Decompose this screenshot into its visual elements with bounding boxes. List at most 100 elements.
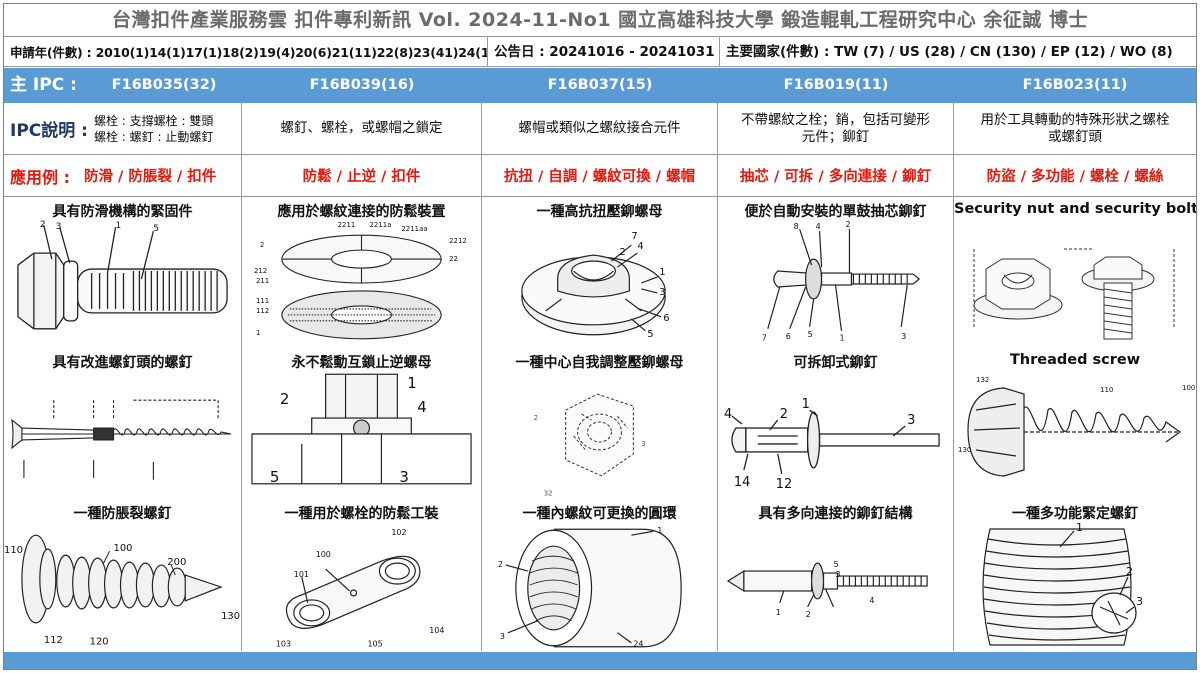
part-label: 24 bbox=[633, 640, 643, 649]
part-label: 6 bbox=[663, 313, 669, 324]
patent-item: 具有防滑機構的緊固件 2 3 1 5 bbox=[4, 197, 241, 348]
part-label: 130 bbox=[221, 611, 240, 622]
part-label: 1 bbox=[1076, 521, 1083, 534]
part-label: 7 bbox=[762, 334, 767, 343]
application-cell-2: 防鬆 / 止逆 / 扣件 bbox=[242, 155, 482, 196]
part-label: 4 bbox=[869, 596, 874, 605]
application-cell-5: 防盜 / 多功能 / 螺栓 / 螺絲 bbox=[954, 155, 1196, 196]
column-f16b035: 具有防滑機構的緊固件 2 3 1 5 bbox=[4, 197, 242, 651]
part-label: 3 bbox=[641, 440, 645, 448]
replaceable-thread-ring-drawing: 1 2 3 24 bbox=[482, 521, 717, 649]
part-label: 3 bbox=[1136, 595, 1143, 608]
part-label: 14 bbox=[734, 475, 750, 490]
part-label: 120 bbox=[90, 637, 109, 648]
bolt-anti-loosening-tool-drawing: 102 100 101 103 105 104 bbox=[242, 521, 481, 649]
part-label: 1 bbox=[657, 526, 662, 535]
part-label: 6 bbox=[786, 332, 791, 341]
ipc-description-label: IPC說明 : bbox=[10, 116, 88, 141]
part-label: 1 bbox=[256, 329, 260, 337]
part-label: 4 bbox=[417, 398, 427, 416]
part-label: 211 bbox=[256, 277, 269, 285]
patent-title: 具有防滑機構的緊固件 bbox=[4, 201, 241, 221]
part-label: 2211a bbox=[369, 221, 391, 229]
removable-rivet-drawing: 4 2 1 3 14 12 bbox=[718, 370, 953, 498]
part-label: 1 bbox=[407, 374, 417, 392]
part-label: 200 bbox=[167, 557, 186, 568]
ipc-code-2: F16B039(16) bbox=[242, 68, 482, 103]
part-label: 4 bbox=[637, 241, 643, 252]
part-label: 212 bbox=[254, 267, 267, 275]
application-1: 防滑 / 防脹裂 / 扣件 bbox=[84, 165, 216, 186]
part-label: 1 bbox=[776, 608, 781, 617]
part-label: 2 bbox=[1126, 565, 1133, 578]
patent-item: 一種中心自我調整壓鉚螺母 2 3 32 bbox=[482, 348, 717, 499]
part-label: 4 bbox=[724, 407, 732, 422]
patent-title: 可拆卸式鉚釘 bbox=[718, 352, 953, 372]
patent-title: 一種用於螺栓的防鬆工裝 bbox=[242, 503, 481, 523]
patent-item: 一種多功能緊定螺釘 1 2 3 bbox=[954, 499, 1196, 650]
application-years: 申請年(件數) : 2010(1)14(1)17(1)18(2)19(4)20(… bbox=[4, 37, 488, 66]
patent-title: 一種防脹裂螺釘 bbox=[4, 503, 241, 523]
patent-item: Security nut and security bolt bbox=[954, 197, 1196, 348]
ipc-description-4: 不帶螺紋之栓；銷，包括可變形 元件；鉚釘 bbox=[741, 112, 930, 146]
column-f16b019: 便於自動安裝的單鼓抽芯鉚釘 8 4 bbox=[718, 197, 954, 651]
part-label: 5 bbox=[647, 329, 653, 340]
part-label: 2 bbox=[780, 407, 788, 422]
patent-title: 便於自動安裝的單鼓抽芯鉚釘 bbox=[718, 201, 953, 221]
screw-improved-head-drawing bbox=[4, 370, 241, 498]
patent-item: 應用於螺紋連接的防鬆裝置 2211 2211a 2211aa 2212 22 bbox=[242, 197, 481, 348]
footer-bar bbox=[4, 652, 1196, 669]
patent-item: 永不鬆動互鎖止逆螺母 1 2 4 5 3 bbox=[242, 348, 481, 499]
part-label: 101 bbox=[294, 570, 309, 579]
patent-title: 一種中心自我調整壓鉚螺母 bbox=[482, 352, 717, 372]
announcement-date: 公告日 : 20241016 - 20241031 bbox=[488, 37, 720, 66]
interlock-check-nut-drawing: 1 2 4 5 3 bbox=[242, 370, 481, 498]
patent-title: Threaded screw bbox=[954, 352, 1196, 368]
part-label: 100 bbox=[316, 550, 331, 559]
application-row: 應用例 : 防滑 / 防脹裂 / 扣件 防鬆 / 止逆 / 扣件 抗扭 / 自調… bbox=[4, 155, 1196, 197]
patent-title: 具有多向連接的鉚釘結構 bbox=[718, 503, 953, 523]
self-adjusting-rivet-nut-drawing: 2 3 32 bbox=[482, 370, 717, 498]
ipc-description-cell-4: 不帶螺紋之栓；銷，包括可變形 元件；鉚釘 bbox=[718, 103, 954, 154]
part-label: 5 bbox=[808, 330, 813, 339]
part-label: 2 bbox=[806, 610, 811, 619]
main-countries: 主要國家(件數) : TW (7) / US (28) / CN (130) /… bbox=[720, 37, 1196, 66]
part-label: 3 bbox=[56, 222, 62, 232]
part-label: 2 bbox=[40, 220, 46, 230]
ipc-description-3: 螺帽或類似之螺紋接合元件 bbox=[519, 120, 681, 137]
part-label: 100 bbox=[1182, 384, 1195, 392]
ipc-code-1: F16B035(32) bbox=[86, 68, 242, 103]
part-label: 3 bbox=[901, 332, 906, 341]
ipc-description-cell-2: 螺釘、螺栓，或螺帽之鎖定 bbox=[242, 103, 482, 154]
part-label: 100 bbox=[114, 543, 133, 554]
part-label: 2 bbox=[498, 560, 503, 569]
part-label: 104 bbox=[429, 626, 444, 635]
anti-split-screw-drawing: 100 200 110 112 120 130 bbox=[4, 521, 241, 649]
column-f16b039: 應用於螺紋連接的防鬆裝置 2211 2211a 2211aa 2212 22 bbox=[242, 197, 482, 651]
high-torque-rivet-nut-drawing: 7 4 1 3 2 6 5 bbox=[482, 219, 717, 347]
application-2: 防鬆 / 止逆 / 扣件 bbox=[303, 165, 421, 186]
fastener-anti-slip-drawing: 2 3 1 5 bbox=[4, 219, 241, 347]
part-label: 2212 bbox=[449, 237, 467, 245]
application-5: 防盜 / 多功能 / 螺栓 / 螺絲 bbox=[987, 165, 1164, 186]
part-label: 12 bbox=[776, 477, 792, 492]
ipc-code-3: F16B037(15) bbox=[482, 68, 718, 103]
patent-title: 永不鬆動互鎖止逆螺母 bbox=[242, 352, 481, 372]
ipc-description-5: 用於工具轉動的特殊形狀之螺栓 或螺釘頭 bbox=[981, 112, 1170, 146]
patent-drawing-grid: 具有防滑機構的緊固件 2 3 1 5 bbox=[4, 197, 1196, 651]
part-label: 111 bbox=[256, 297, 269, 305]
part-label: 3 bbox=[836, 570, 841, 579]
application-4: 抽芯 / 可拆 / 多向連接 / 鉚釘 bbox=[740, 165, 931, 186]
patent-item: 具有多向連接的鉚釘結構 5 3 2 4 1 bbox=[718, 499, 953, 650]
patent-item: 一種防脹裂螺釘 100 200 bbox=[4, 499, 241, 650]
patent-title: 具有改進螺釘頭的螺釘 bbox=[4, 352, 241, 372]
part-label: 105 bbox=[367, 640, 382, 649]
application-cell-4: 抽芯 / 可拆 / 多向連接 / 鉚釘 bbox=[718, 155, 954, 196]
patent-title: 一種內螺紋可更換的圓環 bbox=[482, 503, 717, 523]
ipc-description-row: IPC說明 : 螺栓 : 支撐螺栓 : 雙頭 螺栓 : 螺釘 : 止動螺釘 螺釘… bbox=[4, 103, 1196, 155]
patent-item: 便於自動安裝的單鼓抽芯鉚釘 8 4 bbox=[718, 197, 953, 348]
ipc-code-5: F16B023(11) bbox=[954, 68, 1196, 103]
part-label: 2 bbox=[845, 220, 850, 229]
part-label: 5 bbox=[153, 224, 159, 234]
column-f16b023: Security nut and security bolt bbox=[954, 197, 1196, 651]
